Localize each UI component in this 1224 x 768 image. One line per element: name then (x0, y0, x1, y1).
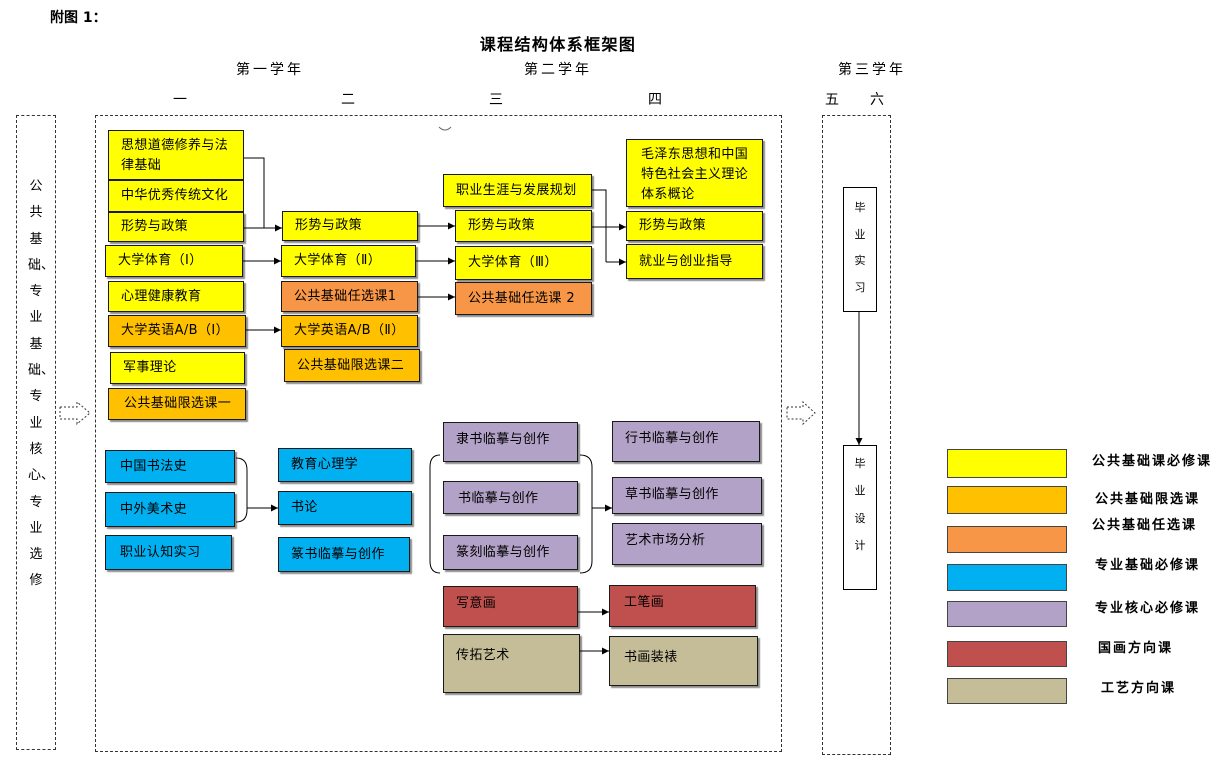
course-box: 传拓艺术 (443, 634, 580, 693)
semester-label-1: 一 (173, 92, 187, 108)
legend-label: 国画方向课 (1098, 641, 1174, 656)
course-box: 形势与政策 (626, 211, 763, 241)
legend-label: 公共基础课必修课 (1092, 454, 1213, 469)
course-box: 形势与政策 (108, 212, 244, 242)
course-box: 大学体育（Ⅰ） (105, 245, 243, 277)
graduation-design-label: 毕业设计 (854, 457, 866, 552)
course-box: 形势与政策 (455, 210, 592, 242)
course-box: 大学英语A/B（Ⅱ） (281, 315, 418, 347)
legend-swatch (947, 641, 1067, 667)
legend-swatch (947, 486, 1067, 514)
course-box: 篆刻临摹与创作 (443, 535, 578, 570)
legend-label: 专业基础必修课 (1095, 558, 1201, 573)
legend-swatch (947, 601, 1067, 627)
course-box: 写意画 (443, 586, 578, 627)
course-box: 中华优秀传统文化 (108, 180, 244, 212)
semester-label-6: 六 (870, 92, 884, 108)
year-label-third: 第三学年 (838, 62, 906, 78)
year-label-second: 第二学年 (524, 62, 592, 78)
legend-swatch (947, 449, 1067, 478)
diagram-title: 课程结构体系框架图 (479, 35, 637, 54)
course-box: 草书临摹与创作 (612, 477, 762, 514)
course-box: 职业生涯与发展规划 (443, 174, 592, 207)
course-box: 思想道德修养与法律基础 (108, 130, 244, 180)
side-category-label: 公共基础、专业基础、专业核心、专业选修 (28, 179, 55, 589)
graduation-design-box: 毕业设计 (843, 445, 877, 590)
course-box: 艺术市场分析 (612, 523, 762, 565)
hollow-arrow-right (786, 400, 816, 426)
graduation-internship-box: 毕业实习 (843, 187, 877, 312)
hollow-arrow-left (59, 400, 91, 426)
course-box: 毛泽东思想和中国特色社会主义理论体系概论 (626, 139, 763, 207)
main-course-frame (95, 115, 782, 752)
semester-label-5: 五 (825, 92, 839, 108)
legend-label: 专业核心必修课 (1095, 601, 1201, 616)
semester-label-2: 二 (341, 92, 355, 108)
course-box: 大学体育（Ⅲ） (455, 246, 592, 280)
course-box: 行书临摹与创作 (612, 421, 760, 462)
semester-label-4: 四 (648, 92, 662, 108)
legend-label: 公共基础任选课 (1092, 518, 1198, 533)
course-box: 公共基础限选课二 (284, 349, 420, 382)
semester-label-3: 三 (489, 92, 503, 108)
course-box: 书论 (278, 491, 412, 525)
figure-caption: 附图 1： (50, 10, 107, 26)
course-box: 隶书临摹与创作 (443, 422, 578, 462)
course-box: 篆书临摹与创作 (278, 537, 410, 572)
legend-swatch (947, 678, 1067, 704)
course-box: 军事理论 (110, 352, 245, 384)
legend-label: 公共基础限选课 (1095, 492, 1201, 507)
course-box: 工笔画 (609, 585, 756, 627)
course-box: 大学体育（Ⅱ） (281, 245, 416, 277)
course-box: 公共基础任选课 2 (455, 282, 592, 315)
course-box: 公共基础任选课1 (281, 281, 418, 312)
year-label-first: 第一学年 (236, 62, 304, 78)
course-box: 公共基础限选课一 (108, 388, 246, 420)
course-box: 形势与政策 (282, 211, 418, 241)
course-box: 心理健康教育 (108, 281, 244, 312)
course-box: 中国书法史 (105, 450, 235, 483)
graduation-internship-label: 毕业实习 (854, 201, 866, 294)
course-box: 中外美术史 (105, 492, 235, 527)
course-box: 大学英语A/B（Ⅰ） (108, 315, 246, 347)
course-box: 就业与创业指导 (626, 244, 763, 279)
legend-swatch (947, 564, 1067, 591)
legend-swatch (947, 526, 1067, 553)
course-box: 书画装裱 (609, 636, 758, 686)
course-box: 书临摹与创作 (443, 481, 578, 514)
course-box: 职业认知实习 (105, 535, 232, 570)
third-year-frame (822, 115, 891, 755)
legend-label: 工艺方向课 (1101, 681, 1177, 696)
side-category-frame (16, 115, 56, 750)
course-box: 教育心理学 (278, 448, 412, 482)
